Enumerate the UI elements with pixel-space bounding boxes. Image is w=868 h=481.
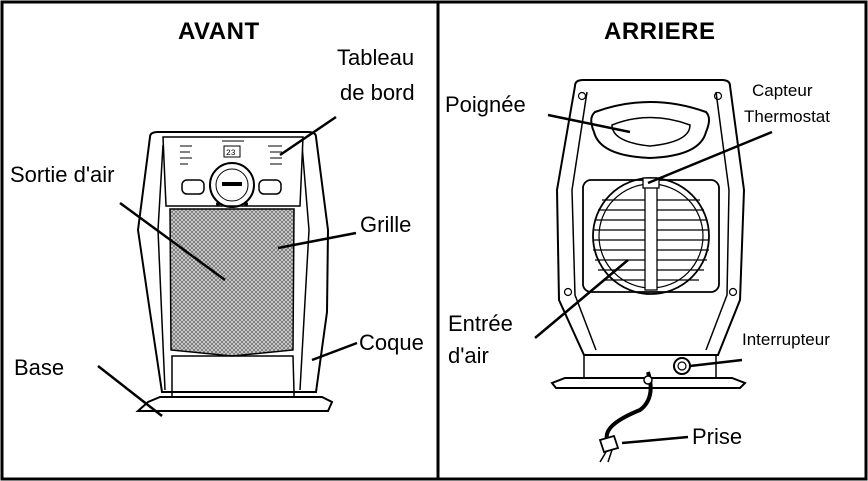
- front-grille: [169, 208, 295, 357]
- label-grille: Grille: [360, 212, 412, 237]
- label-sensor-line1: Capteur: [752, 81, 813, 100]
- front-base-shape: [135, 396, 334, 412]
- label-switch: Interrupteur: [742, 330, 830, 349]
- label-air-inlet-line2: d'air: [448, 343, 489, 368]
- label-control-panel-line1: Tableau: [337, 45, 415, 70]
- label-air-inlet-line1: Entrée: [448, 311, 513, 336]
- power-cord: [604, 371, 653, 443]
- label-shell: Coque: [359, 330, 424, 355]
- front-leader-lines: [97, 115, 358, 417]
- label-base: Base: [14, 355, 65, 380]
- back-handle: [590, 101, 710, 160]
- front-heater: 23: [135, 131, 334, 412]
- back-heater: [550, 79, 747, 463]
- label-control-panel-line2: de bord: [340, 80, 415, 105]
- power-switch: [673, 357, 691, 375]
- control-panel: [162, 136, 304, 207]
- control-dial: [209, 162, 255, 208]
- label-sensor-line2: Thermostat: [744, 107, 830, 126]
- svg-text:23: 23: [226, 149, 236, 158]
- power-plug: [598, 434, 620, 454]
- label-plug: Prise: [692, 424, 743, 449]
- back-leader-lines: [534, 113, 773, 445]
- back-panel-title: ARRIERE: [604, 18, 716, 45]
- label-air-outlet: Sortie d'air: [10, 162, 115, 187]
- label-handle: Poignée: [445, 92, 526, 117]
- front-panel-title: AVANT: [178, 18, 260, 45]
